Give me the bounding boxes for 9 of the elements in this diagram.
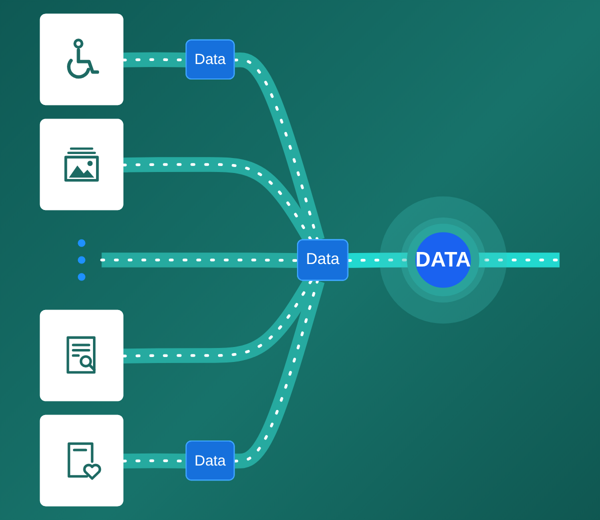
data-tag: Data (186, 39, 235, 80)
data-box: Data (297, 239, 348, 281)
icon-tile (40, 14, 124, 106)
icon-tile (40, 414, 124, 506)
connector (232, 278, 325, 468)
icon-tile (40, 310, 124, 402)
data-tag: Data (186, 440, 235, 481)
data-circle: DATA (406, 224, 480, 296)
icon-tile (40, 118, 124, 210)
